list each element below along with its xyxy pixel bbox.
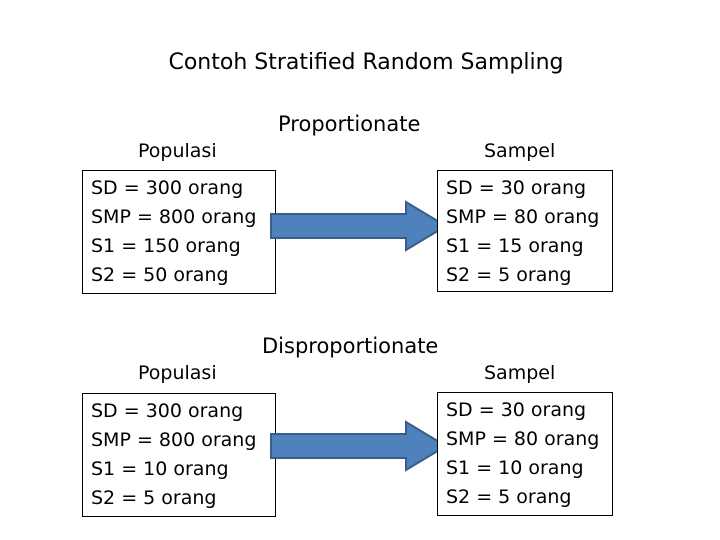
population-item: S1 = 10 orang [91, 458, 229, 480]
sample-box: SD = 30 orang SMP = 80 orang S1 = 10 ora… [437, 392, 613, 516]
diagram-title: Contoh Stratified Random Sampling [168, 50, 564, 75]
right-arrow-icon [270, 200, 448, 252]
population-item: SMP = 800 orang [91, 206, 257, 228]
population-label: Populasi [138, 140, 217, 162]
sample-item: S2 = 5 orang [446, 264, 572, 286]
sample-item: S2 = 5 orang [446, 486, 572, 508]
population-item: SD = 300 orang [91, 177, 244, 199]
sample-item: SMP = 80 orang [446, 206, 600, 228]
population-item: SD = 300 orang [91, 400, 244, 422]
population-label: Populasi [138, 362, 217, 384]
sample-item: SD = 30 orang [446, 177, 587, 199]
sample-label: Sampel [484, 362, 556, 384]
population-item: S2 = 5 orang [91, 487, 217, 509]
right-arrow-icon [270, 420, 448, 472]
sample-item: S1 = 10 orang [446, 457, 584, 479]
sample-box: SD = 30 orang SMP = 80 orang S1 = 15 ora… [437, 170, 613, 292]
method-label-disproportionate: Disproportionate [262, 334, 439, 358]
population-item: S1 = 150 orang [91, 235, 241, 257]
population-box: SD = 300 orang SMP = 800 orang S1 = 10 o… [82, 393, 276, 517]
sample-item: SD = 30 orang [446, 399, 587, 421]
sample-label: Sampel [484, 140, 556, 162]
method-label-proportionate: Proportionate [278, 112, 421, 136]
population-item: S2 = 50 orang [91, 264, 229, 286]
population-box: SD = 300 orang SMP = 800 orang S1 = 150 … [82, 170, 276, 294]
sample-item: SMP = 80 orang [446, 428, 600, 450]
population-item: SMP = 800 orang [91, 429, 257, 451]
sample-item: S1 = 15 orang [446, 235, 584, 257]
